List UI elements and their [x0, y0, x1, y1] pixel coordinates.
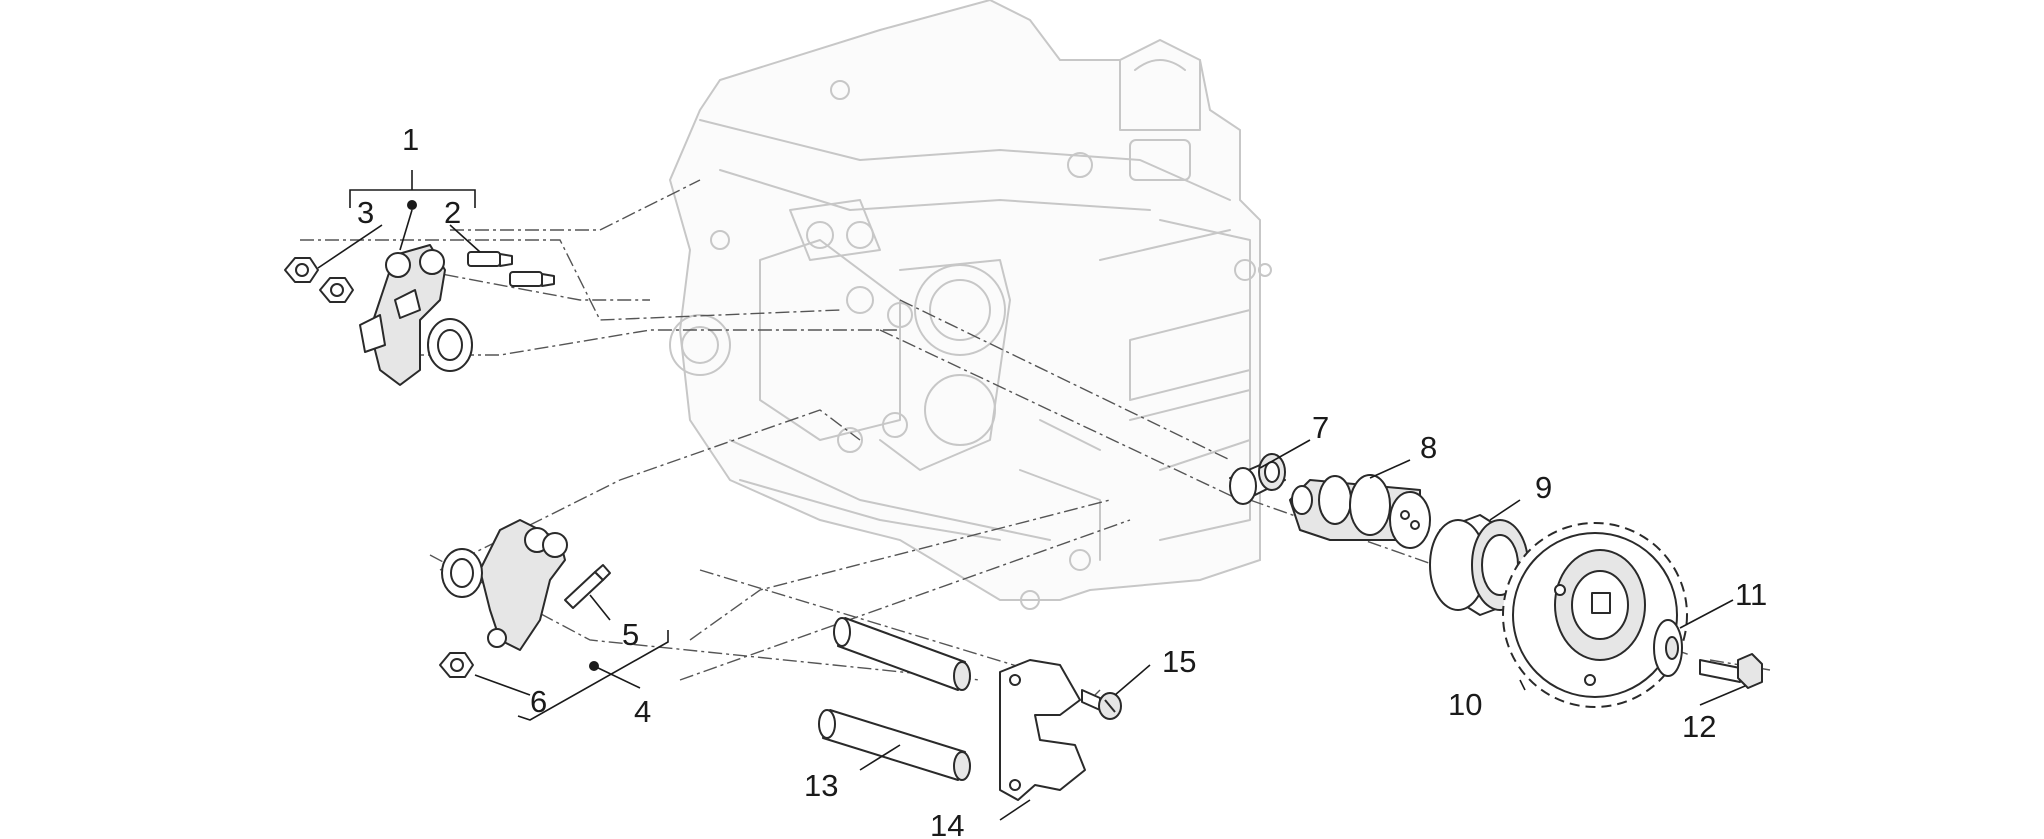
- bolt-12: [1699, 653, 1763, 689]
- callout-12: 12: [1682, 709, 1716, 744]
- adjuster-screw-5: [564, 564, 611, 609]
- callout-14: 14: [930, 808, 964, 839]
- callout-1: 1: [402, 122, 419, 157]
- sprocket-10: [1502, 522, 1688, 708]
- callout-11: 11: [1735, 577, 1767, 612]
- camshaft-8: [1289, 474, 1431, 549]
- needle-bearing-7: [1229, 453, 1286, 505]
- adjuster-screw-2a: [467, 251, 513, 267]
- washer-11: [1653, 619, 1683, 677]
- group-1-bracket: [349, 170, 476, 251]
- cylinder-head-ghost: [668, 0, 1272, 610]
- callout-4: 4: [634, 694, 651, 729]
- rocker-pin-13a: [833, 617, 971, 691]
- callout-2: 2: [444, 195, 461, 230]
- nut-upper-second: [319, 277, 354, 303]
- adjuster-screw-2b: [509, 271, 555, 287]
- rocker-arm-lower: [441, 519, 568, 651]
- rocker-arm-upper: [359, 244, 473, 386]
- callout-10: 10: [1448, 687, 1482, 722]
- callout-5: 5: [622, 617, 639, 652]
- nut-3: [284, 257, 319, 283]
- retaining-plate-14: [999, 659, 1086, 801]
- nut-6: [439, 652, 474, 678]
- group-4-bracket: [517, 630, 669, 721]
- callout-3: 3: [357, 195, 374, 230]
- callout-9: 9: [1535, 470, 1552, 505]
- screw-15: [1081, 689, 1122, 720]
- callout-15: 15: [1162, 644, 1196, 679]
- callout-6: 6: [530, 684, 547, 719]
- leader-lines: [317, 224, 1746, 821]
- rocker-pin-13b: [818, 709, 971, 781]
- callout-labels: 1 2 3 4 5 6 7 8 9 10 11 12 13 14 15: [357, 122, 1767, 839]
- callout-13: 13: [804, 768, 838, 803]
- callout-8: 8: [1420, 430, 1437, 465]
- callout-7: 7: [1312, 410, 1329, 445]
